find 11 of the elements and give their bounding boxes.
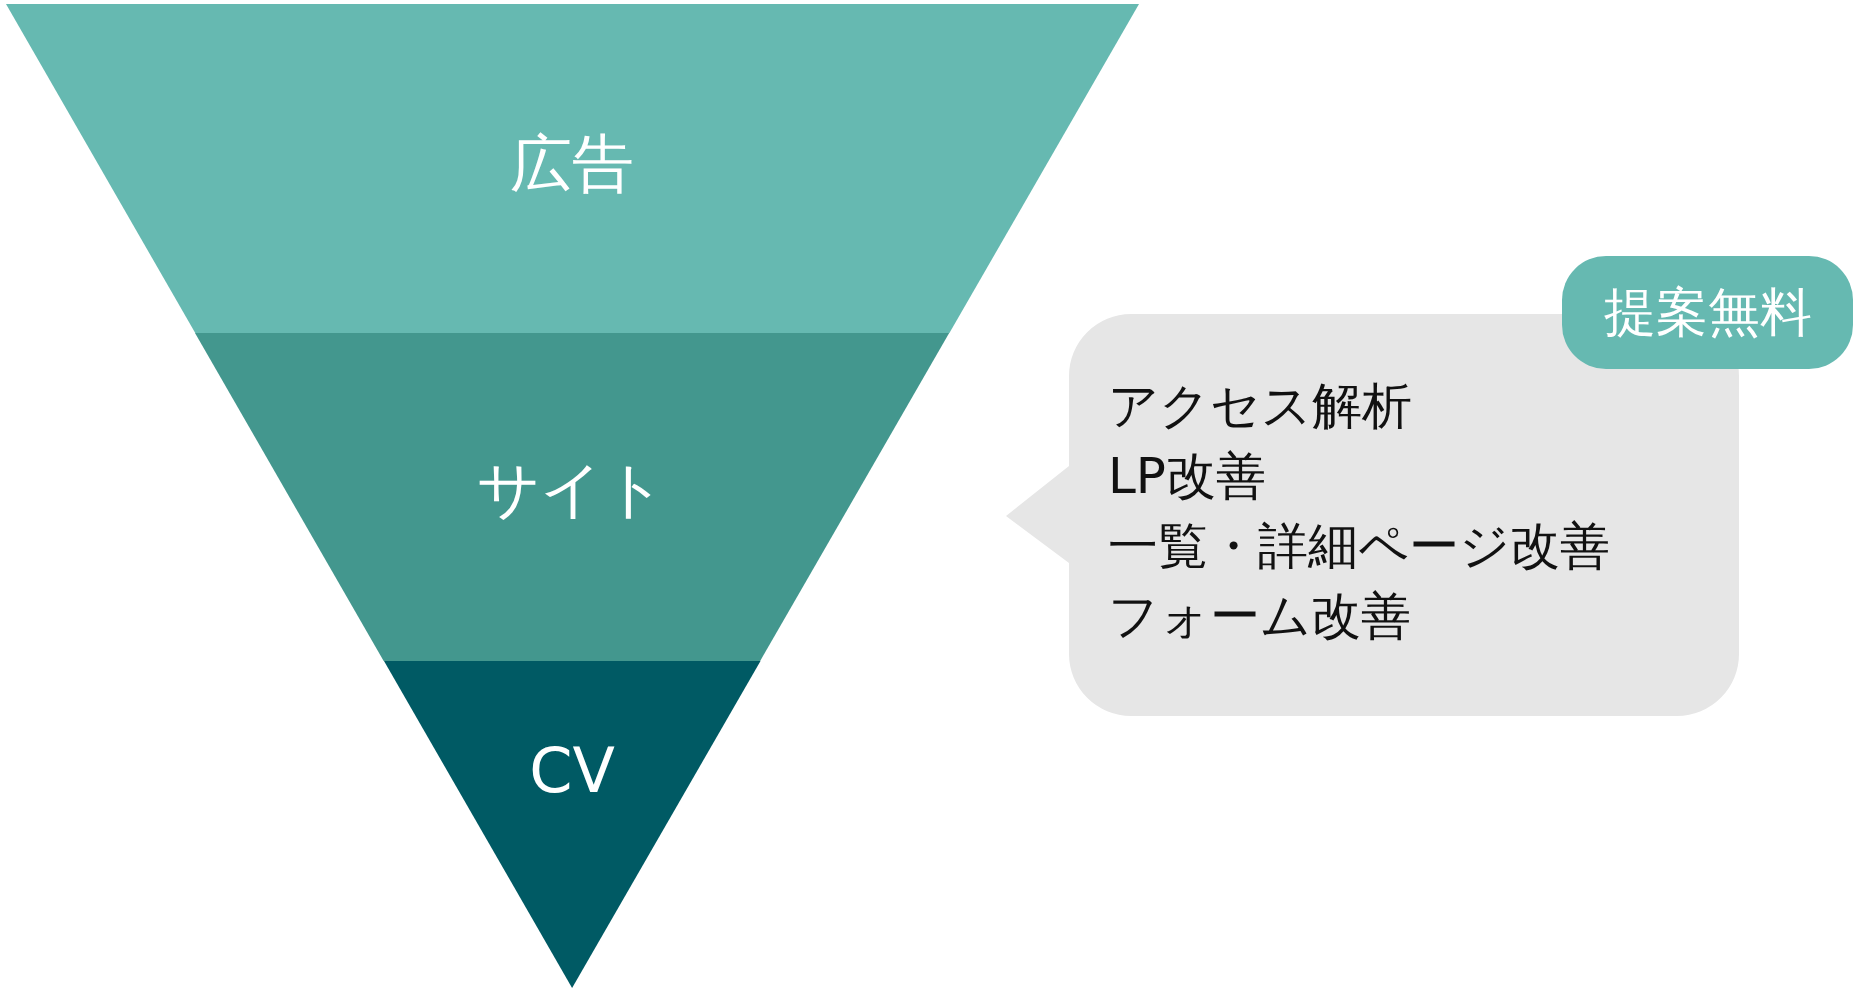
badge-label: 提案無料 (1603, 286, 1812, 338)
bubble-text: フォーム改善 (1108, 591, 1411, 641)
band-label: サイト (477, 459, 667, 521)
bubble-text: アクセス解析 (1108, 381, 1412, 431)
badge (1562, 256, 1853, 369)
bubble-text: 一覧・詳細ページ改善 (1108, 521, 1610, 571)
funnel-band (6, 4, 1139, 333)
band-label: CV (529, 740, 615, 802)
bubble-text: LP改善 (1108, 451, 1266, 501)
band-label: 広告 (510, 133, 634, 195)
funnel-band (195, 333, 950, 661)
